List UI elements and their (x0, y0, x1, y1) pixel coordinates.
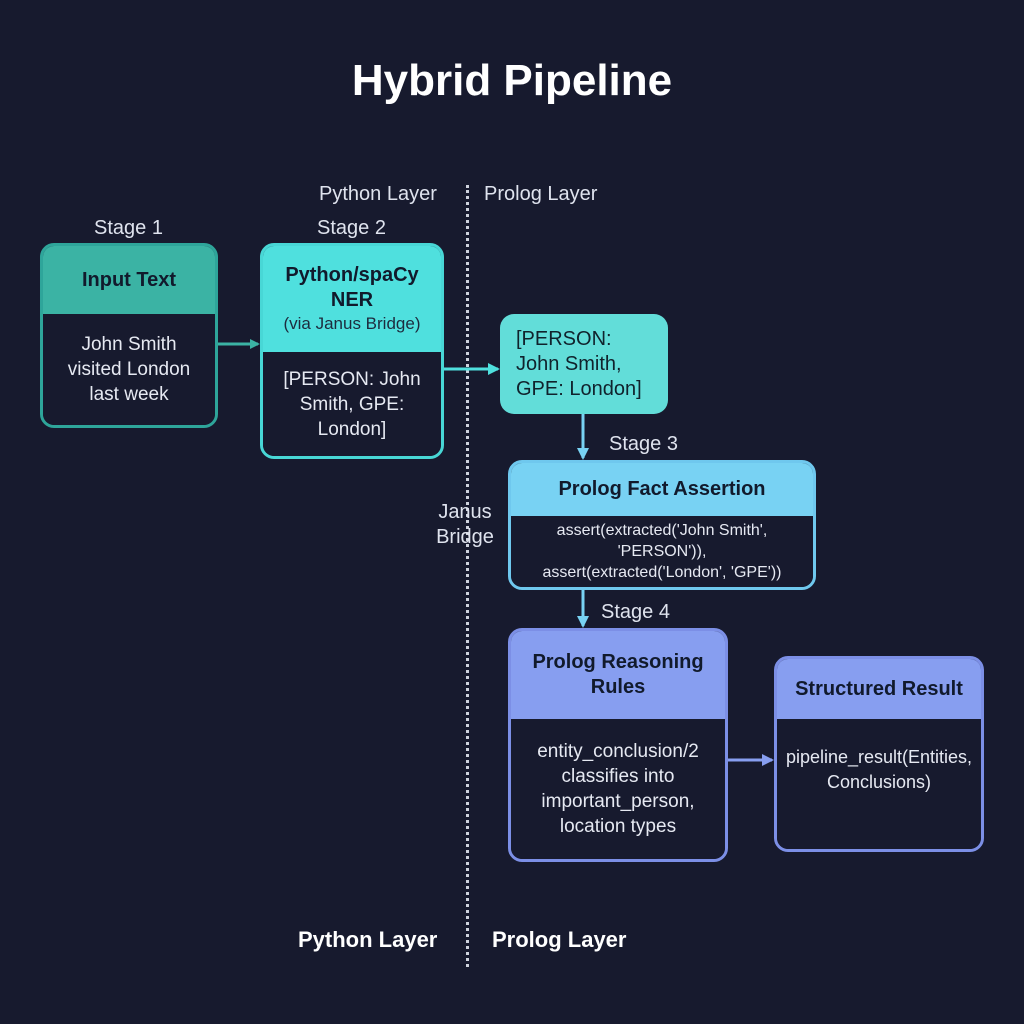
reasoning-rules-header: Prolog Reasoning Rules (511, 631, 725, 719)
fact-assertion-header: Prolog Fact Assertion (511, 463, 813, 516)
input-text-body: John Smith visited London last week (43, 314, 215, 425)
structured-result-box: Structured Result pipeline_result(Entiti… (774, 656, 984, 852)
structured-result-header: Structured Result (777, 659, 981, 719)
ner-header: Python/spaCy NER (via Janus Bridge) (263, 246, 441, 352)
reasoning-rules-body: entity_conclusion/2 classifies into impo… (511, 719, 725, 859)
reasoning-rules-box: Prolog Reasoning Rules entity_conclusion… (508, 628, 728, 862)
stage-1-label: Stage 1 (94, 217, 163, 239)
ner-body: [PERSON: John Smith, GPE: London] (263, 352, 441, 456)
input-text-header: Input Text (43, 246, 215, 314)
prolog-layer-top-label: Prolog Layer (484, 183, 598, 205)
stage-3-label: Stage 3 (609, 433, 678, 455)
python-layer-top-label: Python Layer (319, 183, 437, 205)
stage-2-label: Stage 2 (317, 217, 386, 239)
ner-box: Python/spaCy NER (via Janus Bridge) [PER… (260, 243, 444, 459)
fact-assertion-body: assert(extracted('John Smith', 'PERSON')… (511, 516, 813, 587)
ner-title: Python/spaCy NER (285, 264, 419, 311)
ner-subtitle: (via Janus Bridge) (283, 314, 421, 333)
entities-output-box: [PERSON: John Smith, GPE: London] (500, 314, 668, 414)
layer-divider (466, 185, 469, 967)
prolog-layer-bottom-label: Prolog Layer (492, 927, 627, 952)
janus-bridge-label: Janus Bridge (436, 501, 494, 548)
structured-result-body: pipeline_result(Entities, Conclusions) (777, 719, 981, 849)
python-layer-bottom-label: Python Layer (298, 927, 438, 952)
diagram-title: Hybrid Pipeline (351, 56, 673, 105)
input-text-box: Input Text John Smith visited London las… (40, 243, 218, 428)
fact-assertion-box: Prolog Fact Assertion assert(extracted('… (508, 460, 816, 590)
stage-4-label: Stage 4 (601, 601, 670, 623)
